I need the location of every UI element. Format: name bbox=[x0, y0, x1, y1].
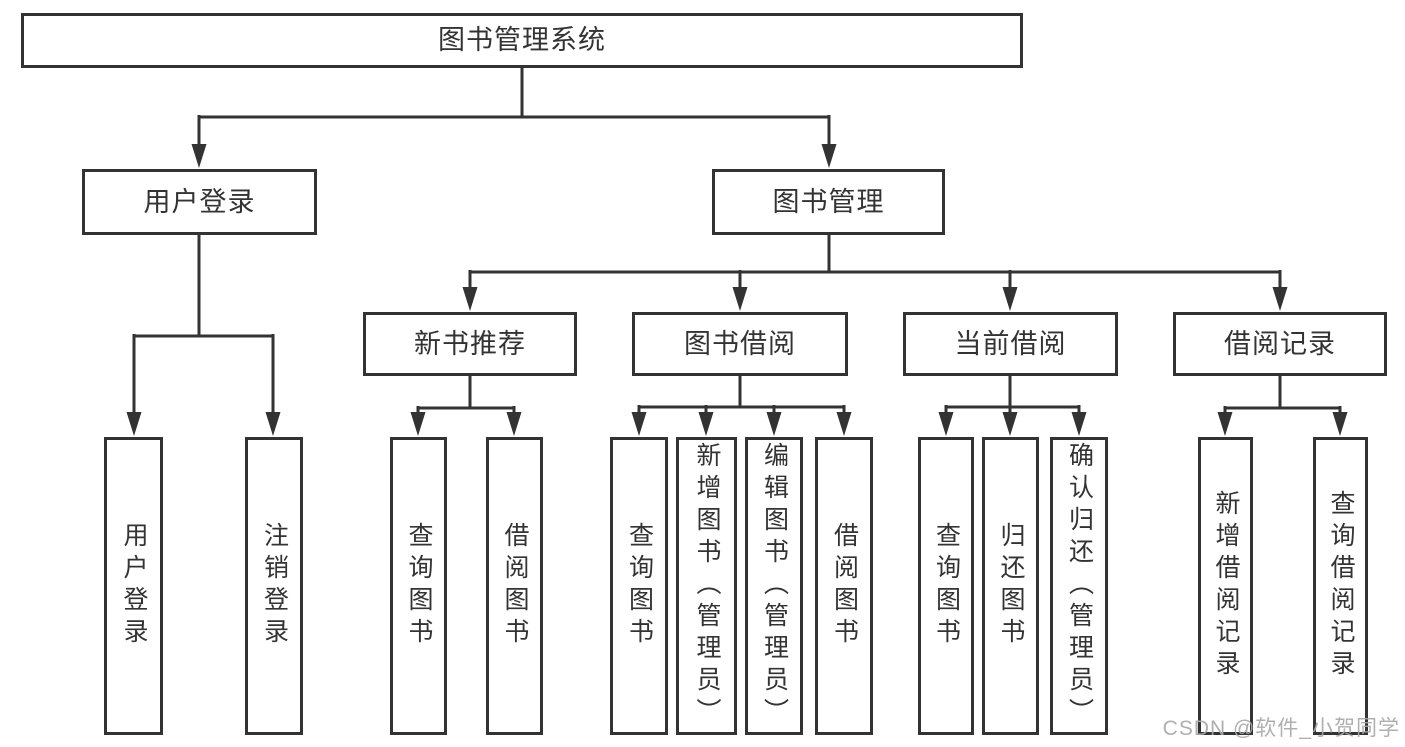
branch-root-to-level2 bbox=[191, 68, 837, 168]
node-current-borrowing: 当前借阅 bbox=[903, 312, 1118, 376]
branch-book-borrowing-to-leaves bbox=[631, 376, 852, 436]
node-book-borrowing: 图书借阅 bbox=[632, 312, 848, 376]
leaf-user-login: 用户登录 bbox=[104, 437, 163, 735]
arrow-down-icon bbox=[698, 412, 714, 436]
leaf-borrow-books-recommend: 借阅图书 bbox=[486, 437, 543, 735]
arrow-down-icon bbox=[732, 287, 748, 311]
arrow-down-icon bbox=[462, 287, 478, 311]
branch-borrowing-records-to-leaves bbox=[1217, 376, 1348, 436]
arrow-down-icon bbox=[631, 412, 647, 436]
arrow-down-icon bbox=[1071, 412, 1087, 436]
branch-book-management-to-level3 bbox=[462, 235, 1288, 311]
node-user-login: 用户登录 bbox=[82, 169, 317, 235]
arrow-down-icon bbox=[821, 144, 837, 168]
arrow-down-icon bbox=[1002, 412, 1018, 436]
branch-new-book-recommend-to-leaves bbox=[410, 376, 522, 436]
arrow-down-icon bbox=[836, 412, 852, 436]
leaf-logout: 注销登录 bbox=[245, 437, 303, 735]
arrow-down-icon bbox=[506, 412, 522, 436]
node-book-management: 图书管理 bbox=[712, 169, 945, 235]
node-library-management-system: 图书管理系统 bbox=[21, 13, 1023, 68]
branch-user-login-to-leaves bbox=[126, 235, 281, 436]
arrow-down-icon bbox=[1002, 287, 1018, 311]
arrow-down-icon bbox=[410, 412, 426, 436]
arrow-down-icon bbox=[938, 412, 954, 436]
arrow-down-icon bbox=[126, 412, 142, 436]
node-borrowing-records: 借阅记录 bbox=[1173, 312, 1387, 376]
leaf-query-books-borrowing: 查询图书 bbox=[610, 437, 668, 735]
leaf-add-book-admin: 新增图书（管理员） bbox=[676, 437, 737, 735]
csdn-watermark: CSDN @软件_小贺同学 bbox=[1162, 717, 1400, 740]
arrow-down-icon bbox=[265, 412, 281, 436]
node-new-book-recommend: 新书推荐 bbox=[363, 312, 577, 376]
arrow-down-icon bbox=[766, 412, 782, 436]
leaf-query-books-current: 查询图书 bbox=[918, 437, 974, 735]
leaf-query-borrow-record: 查询借阅记录 bbox=[1313, 437, 1368, 735]
leaf-add-borrow-record: 新增借阅记录 bbox=[1198, 437, 1253, 735]
leaf-borrow-books-borrowing: 借阅图书 bbox=[815, 437, 873, 735]
leaf-confirm-return-admin: 确认归还（管理员） bbox=[1050, 437, 1108, 735]
leaf-return-book: 归还图书 bbox=[982, 437, 1039, 735]
leaf-query-books-recommend: 查询图书 bbox=[390, 437, 447, 735]
leaf-edit-book-admin: 编辑图书（管理员） bbox=[745, 437, 803, 735]
arrow-down-icon bbox=[1272, 287, 1288, 311]
arrow-down-icon bbox=[1217, 412, 1233, 436]
arrow-down-icon bbox=[191, 144, 207, 168]
arrow-down-icon bbox=[1332, 412, 1348, 436]
branch-current-borrowing-to-leaves bbox=[938, 376, 1087, 436]
